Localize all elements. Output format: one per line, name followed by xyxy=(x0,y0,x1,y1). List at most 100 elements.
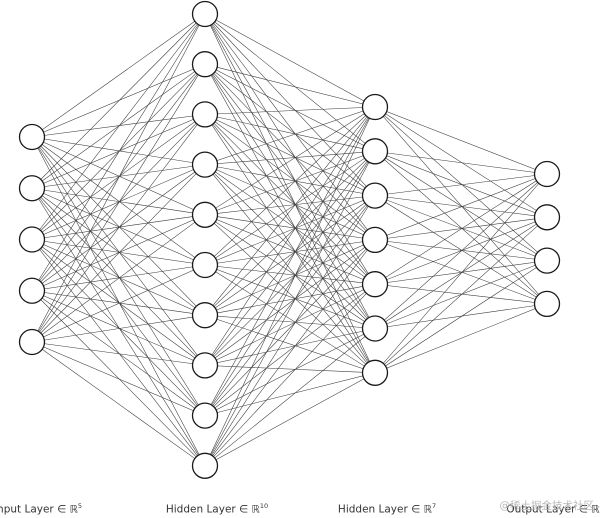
edge-l1-n3-to-n4 xyxy=(204,164,376,285)
edge-l1-n8-to-n1 xyxy=(204,151,376,416)
edge-l2-n5-to-n0 xyxy=(374,173,548,329)
edge-l1-n5-to-n4 xyxy=(204,264,376,285)
edge-l2-n1-to-n2 xyxy=(374,151,548,261)
edge-l0-n0-to-n4 xyxy=(31,136,206,216)
connections xyxy=(31,13,548,467)
edge-l1-n0-to-n4 xyxy=(204,13,376,285)
edge-l1-n8-to-n3 xyxy=(204,239,376,416)
neuron-layer3-0 xyxy=(533,160,561,188)
neuron-layer1-5 xyxy=(191,251,219,279)
edge-l1-n8-to-n5 xyxy=(204,328,376,416)
edge-l1-n0-to-n0 xyxy=(204,13,376,108)
edge-l0-n0-to-n1 xyxy=(31,63,206,138)
edge-l1-n6-to-n6 xyxy=(204,314,376,374)
edge-l0-n3-to-n9 xyxy=(31,290,206,466)
neuron-layer1-2 xyxy=(191,101,219,128)
edge-l2-n1-to-n3 xyxy=(374,151,548,305)
edge-l1-n7-to-n3 xyxy=(204,239,376,366)
edge-l1-n3-to-n6 xyxy=(204,164,376,373)
edge-l1-n1-to-n1 xyxy=(204,63,376,152)
edge-l2-n2-to-n2 xyxy=(374,195,548,261)
edge-l0-n4-to-n0 xyxy=(31,13,206,343)
edge-l1-n1-to-n2 xyxy=(204,63,376,196)
edge-l1-n6-to-n0 xyxy=(204,106,376,316)
edge-l0-n2-to-n4 xyxy=(31,214,206,240)
edge-l0-n4-to-n5 xyxy=(31,264,206,343)
edge-l1-n1-to-n5 xyxy=(204,64,376,329)
neuron-layer1-7 xyxy=(191,352,219,379)
edge-l1-n3-to-n3 xyxy=(204,164,376,241)
edge-l1-n1-to-n0 xyxy=(204,63,376,108)
neuron-layer2-3 xyxy=(361,226,389,254)
edge-l1-n9-to-n0 xyxy=(204,106,376,466)
edge-l1-n4-to-n5 xyxy=(204,214,376,329)
edge-l2-n4-to-n0 xyxy=(374,173,548,285)
edge-l1-n5-to-n2 xyxy=(204,195,376,266)
edge-l0-n1-to-n1 xyxy=(31,63,206,189)
edge-l1-n4-to-n2 xyxy=(204,195,376,216)
edge-l1-n6-to-n3 xyxy=(204,239,376,316)
edge-l0-n3-to-n3 xyxy=(31,164,206,291)
edge-l0-n3-to-n8 xyxy=(31,290,206,416)
edge-l1-n2-to-n3 xyxy=(204,114,376,241)
edge-l2-n3-to-n2 xyxy=(374,239,548,261)
edge-l0-n3-to-n7 xyxy=(31,290,206,366)
edge-l0-n2-to-n7 xyxy=(31,239,206,366)
edge-l1-n7-to-n1 xyxy=(204,151,376,366)
edge-l0-n3-to-n6 xyxy=(31,290,206,316)
neurons xyxy=(18,0,561,479)
edge-l1-n3-to-n5 xyxy=(204,164,376,329)
edge-l2-n4-to-n2 xyxy=(374,260,548,285)
edge-l1-n2-to-n6 xyxy=(204,114,376,373)
edge-l0-n4-to-n6 xyxy=(31,314,206,343)
edge-l1-n9-to-n5 xyxy=(204,328,376,467)
edge-l2-n4-to-n1 xyxy=(374,217,548,285)
neuron-layer2-2 xyxy=(361,182,389,209)
edge-l2-n2-to-n3 xyxy=(374,195,548,305)
edge-l0-n0-to-n8 xyxy=(31,136,206,416)
edge-l1-n0-to-n3 xyxy=(204,13,376,241)
neuron-layer1-4 xyxy=(191,201,219,228)
edge-l1-n0-to-n6 xyxy=(204,13,376,373)
neuron-layer2-5 xyxy=(361,315,389,342)
edge-l0-n4-to-n4 xyxy=(31,214,206,343)
edge-l1-n5-to-n5 xyxy=(204,264,376,329)
edge-l2-n6-to-n2 xyxy=(374,260,548,374)
edge-l0-n2-to-n9 xyxy=(31,239,206,466)
edge-l1-n7-to-n0 xyxy=(204,106,376,366)
edge-l1-n8-to-n0 xyxy=(204,106,376,416)
edge-l2-n6-to-n1 xyxy=(374,217,548,374)
edge-l2-n0-to-n3 xyxy=(374,106,548,305)
edge-l1-n4-to-n1 xyxy=(204,151,376,216)
edge-l1-n1-to-n3 xyxy=(204,64,376,241)
edge-l0-n4-to-n1 xyxy=(31,64,206,343)
edge-l0-n0-to-n5 xyxy=(31,136,206,266)
edge-l1-n5-to-n1 xyxy=(204,151,376,266)
edge-l0-n1-to-n5 xyxy=(31,187,206,266)
edge-l2-n2-to-n1 xyxy=(374,195,548,218)
edge-l1-n4-to-n6 xyxy=(204,214,376,374)
neuron-layer0-0 xyxy=(18,123,46,151)
edge-l0-n4-to-n3 xyxy=(31,164,206,343)
edge-l1-n8-to-n2 xyxy=(204,195,376,416)
edge-l2-n5-to-n1 xyxy=(374,217,548,329)
edge-l2-n1-to-n0 xyxy=(374,151,548,175)
edge-l0-n4-to-n2 xyxy=(31,114,206,343)
layer-label-hidden-1: Hidden Layer ∈ ℝ10 xyxy=(165,502,269,516)
edge-l0-n1-to-n4 xyxy=(31,187,206,216)
edge-l1-n9-to-n1 xyxy=(204,151,376,466)
watermark: @稀土掘金技术社区 xyxy=(499,500,595,512)
edge-l2-n3-to-n3 xyxy=(374,239,548,305)
edge-l1-n7-to-n4 xyxy=(204,283,376,366)
edge-l2-n0-to-n1 xyxy=(374,106,548,218)
edge-l2-n0-to-n0 xyxy=(374,106,548,175)
edge-l2-n5-to-n2 xyxy=(374,260,548,329)
edge-l1-n7-to-n6 xyxy=(204,365,376,374)
edge-l1-n0-to-n5 xyxy=(204,13,376,329)
edge-l0-n0-to-n2 xyxy=(31,114,206,138)
edge-l2-n3-to-n1 xyxy=(374,217,548,241)
edge-l1-n3-to-n2 xyxy=(204,164,376,196)
neuron-layer3-2 xyxy=(533,247,561,274)
edge-l1-n9-to-n2 xyxy=(204,195,376,466)
edge-l1-n6-to-n2 xyxy=(204,195,376,316)
